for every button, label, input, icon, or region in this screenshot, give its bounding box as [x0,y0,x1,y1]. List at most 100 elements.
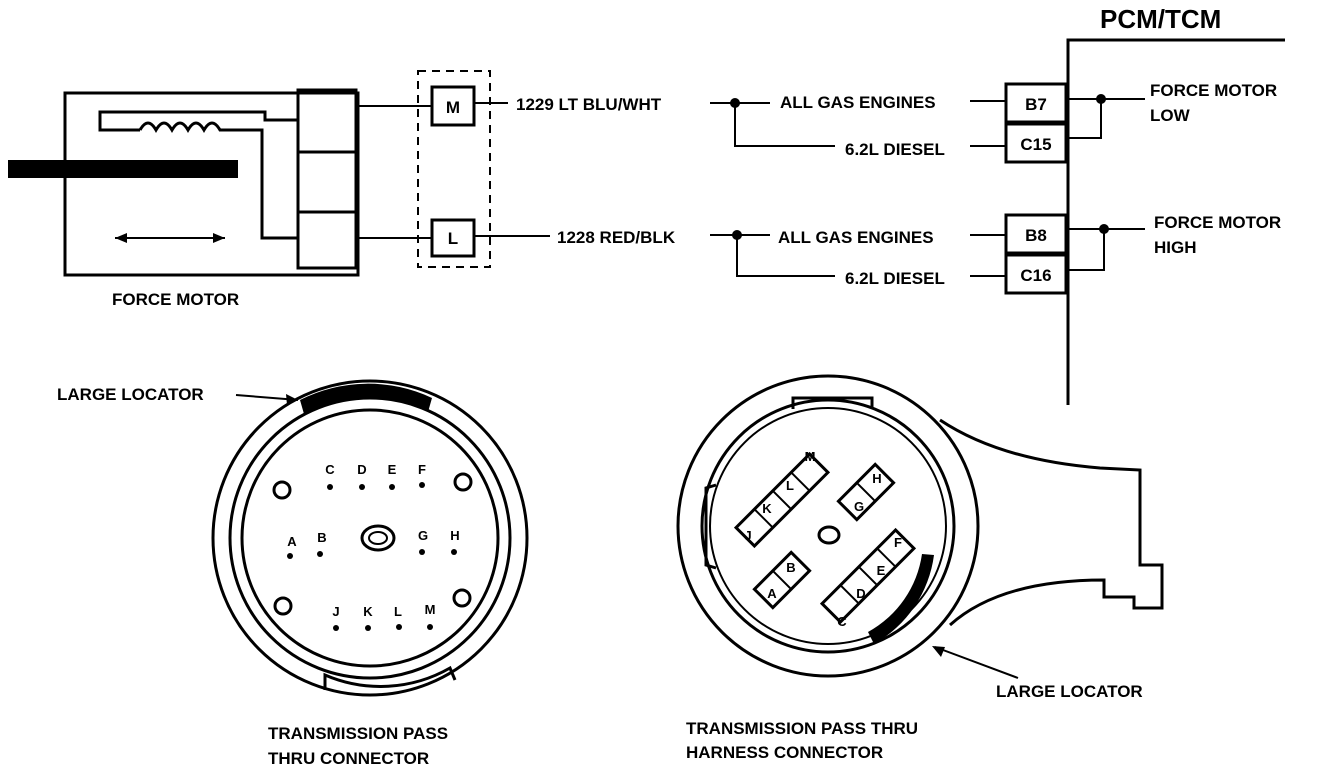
divider [858,566,878,586]
motor-pin-cavity-3 [296,210,358,270]
pin-block-ab [752,550,812,610]
pin-dot [419,549,425,555]
top-key [791,396,874,409]
pin-dot [287,553,293,559]
right-caption-line1: TRANSMISSION PASS THRU [686,719,918,738]
pin-f: F [418,462,426,477]
divider [772,570,792,590]
locator-arrowhead [932,646,945,657]
divider [839,584,860,605]
pin-l: L [394,604,402,619]
mount-hole [273,596,293,616]
pin-e: E [877,563,886,578]
connector-right: J K L M G H A B C D E F LARGE LO [676,374,1164,762]
function-low-line2: LOW [1150,106,1191,125]
pin-g: G [418,528,428,543]
pin-k: K [762,501,772,516]
force-motor: FORCE MOTOR [8,88,360,309]
mount-hole [453,472,473,492]
internal-jumper [1066,99,1102,139]
inner-ring [700,398,956,654]
mount-hole [272,480,292,500]
pin-c16-label: C16 [1020,266,1051,285]
force-motor-housing [63,91,360,277]
pin-b8-label: B8 [1025,226,1047,245]
pin-dot [317,551,323,557]
pin-dot [327,484,333,490]
pin-h: H [872,471,881,486]
pin-dot [419,482,425,488]
pin-c15-label: C15 [1020,135,1051,154]
pin-m: M [425,602,436,617]
center-post [817,525,841,545]
inner-ring [240,408,500,668]
pin-j: J [744,528,751,543]
center-post-inner [368,531,388,545]
pin-f: F [894,535,902,550]
pin-h: H [450,528,459,543]
internal-jumper [1066,229,1105,271]
pin-d: D [856,586,865,601]
pin-dot [365,625,371,631]
pin-dot [359,484,365,490]
pin-e: E [388,462,397,477]
divider [876,547,897,568]
connector-left: LARGE LOCATOR C D E F A B G H J K L M TR… [57,379,529,768]
terminal-m-label: M [446,98,460,117]
pin-m: M [805,449,816,464]
bottom-key [323,665,457,690]
locator-leader [934,646,1019,679]
wire-1229-label: 1229 LT BLU/WHT [516,95,662,114]
left-caption-line1: TRANSMISSION PASS [268,724,448,743]
divider [856,482,876,502]
pin-block-cdef [819,527,917,625]
right-caption-line2: HARNESS CONNECTOR [686,743,883,762]
pin-l: L [786,478,794,493]
inner-ring-2 [709,407,947,645]
motor-pin-cavity-2 [296,150,358,214]
function-low-line1: FORCE MOTOR [1150,81,1277,100]
pin-k: K [363,604,373,619]
circuit-low: 1229 LT BLU/WHT ALL GAS ENGINES 6.2L DIE… [474,81,1277,164]
pin-j: J [332,604,339,619]
pin-a: A [287,534,297,549]
large-locator-key [300,383,432,414]
circuit-high: 1228 RED/BLK ALL GAS ENGINES 6.2L DIESEL… [474,213,1281,295]
pin-b7-box [1004,82,1068,124]
diesel-branch [734,103,835,147]
pin-dot [396,624,402,630]
divider [772,490,792,510]
diesel-label: 6.2L DIESEL [845,269,945,288]
mount-hole [452,588,472,608]
side-key [704,483,717,570]
left-caption-line2: THRU CONNECTOR [268,749,429,768]
gas-engines-label: ALL GAS ENGINES [778,228,934,247]
wire-1228-label: 1228 RED/BLK [557,228,676,247]
motion-arrowheads [115,233,225,243]
right-locator-label: LARGE LOCATOR [996,682,1143,701]
gas-engines-label: ALL GAS ENGINES [780,93,936,112]
pin-dot [451,549,457,555]
pin-c: C [325,462,335,477]
pin-a: A [767,586,777,601]
inline-connector-outline [417,70,491,268]
force-motor-label: FORCE MOTOR [112,290,239,309]
pin-dot [389,484,395,490]
harness-body [939,418,1164,627]
locator-arrowhead [286,394,298,405]
center-post [360,524,396,552]
outer-ring [676,374,980,678]
force-motor-plunger [8,160,238,178]
divider [790,471,811,492]
outer-ring [211,379,529,697]
pin-block-jklm [733,451,831,549]
pin-d: D [357,462,366,477]
pin-c16-box [1004,253,1068,295]
coil-winding [138,121,298,240]
pin-c15-box [1004,122,1068,164]
left-locator-label: LARGE LOCATOR [57,385,204,404]
terminal-l-label: L [448,229,458,248]
coil-lead-top [98,110,298,132]
pin-block-gh [836,462,896,522]
